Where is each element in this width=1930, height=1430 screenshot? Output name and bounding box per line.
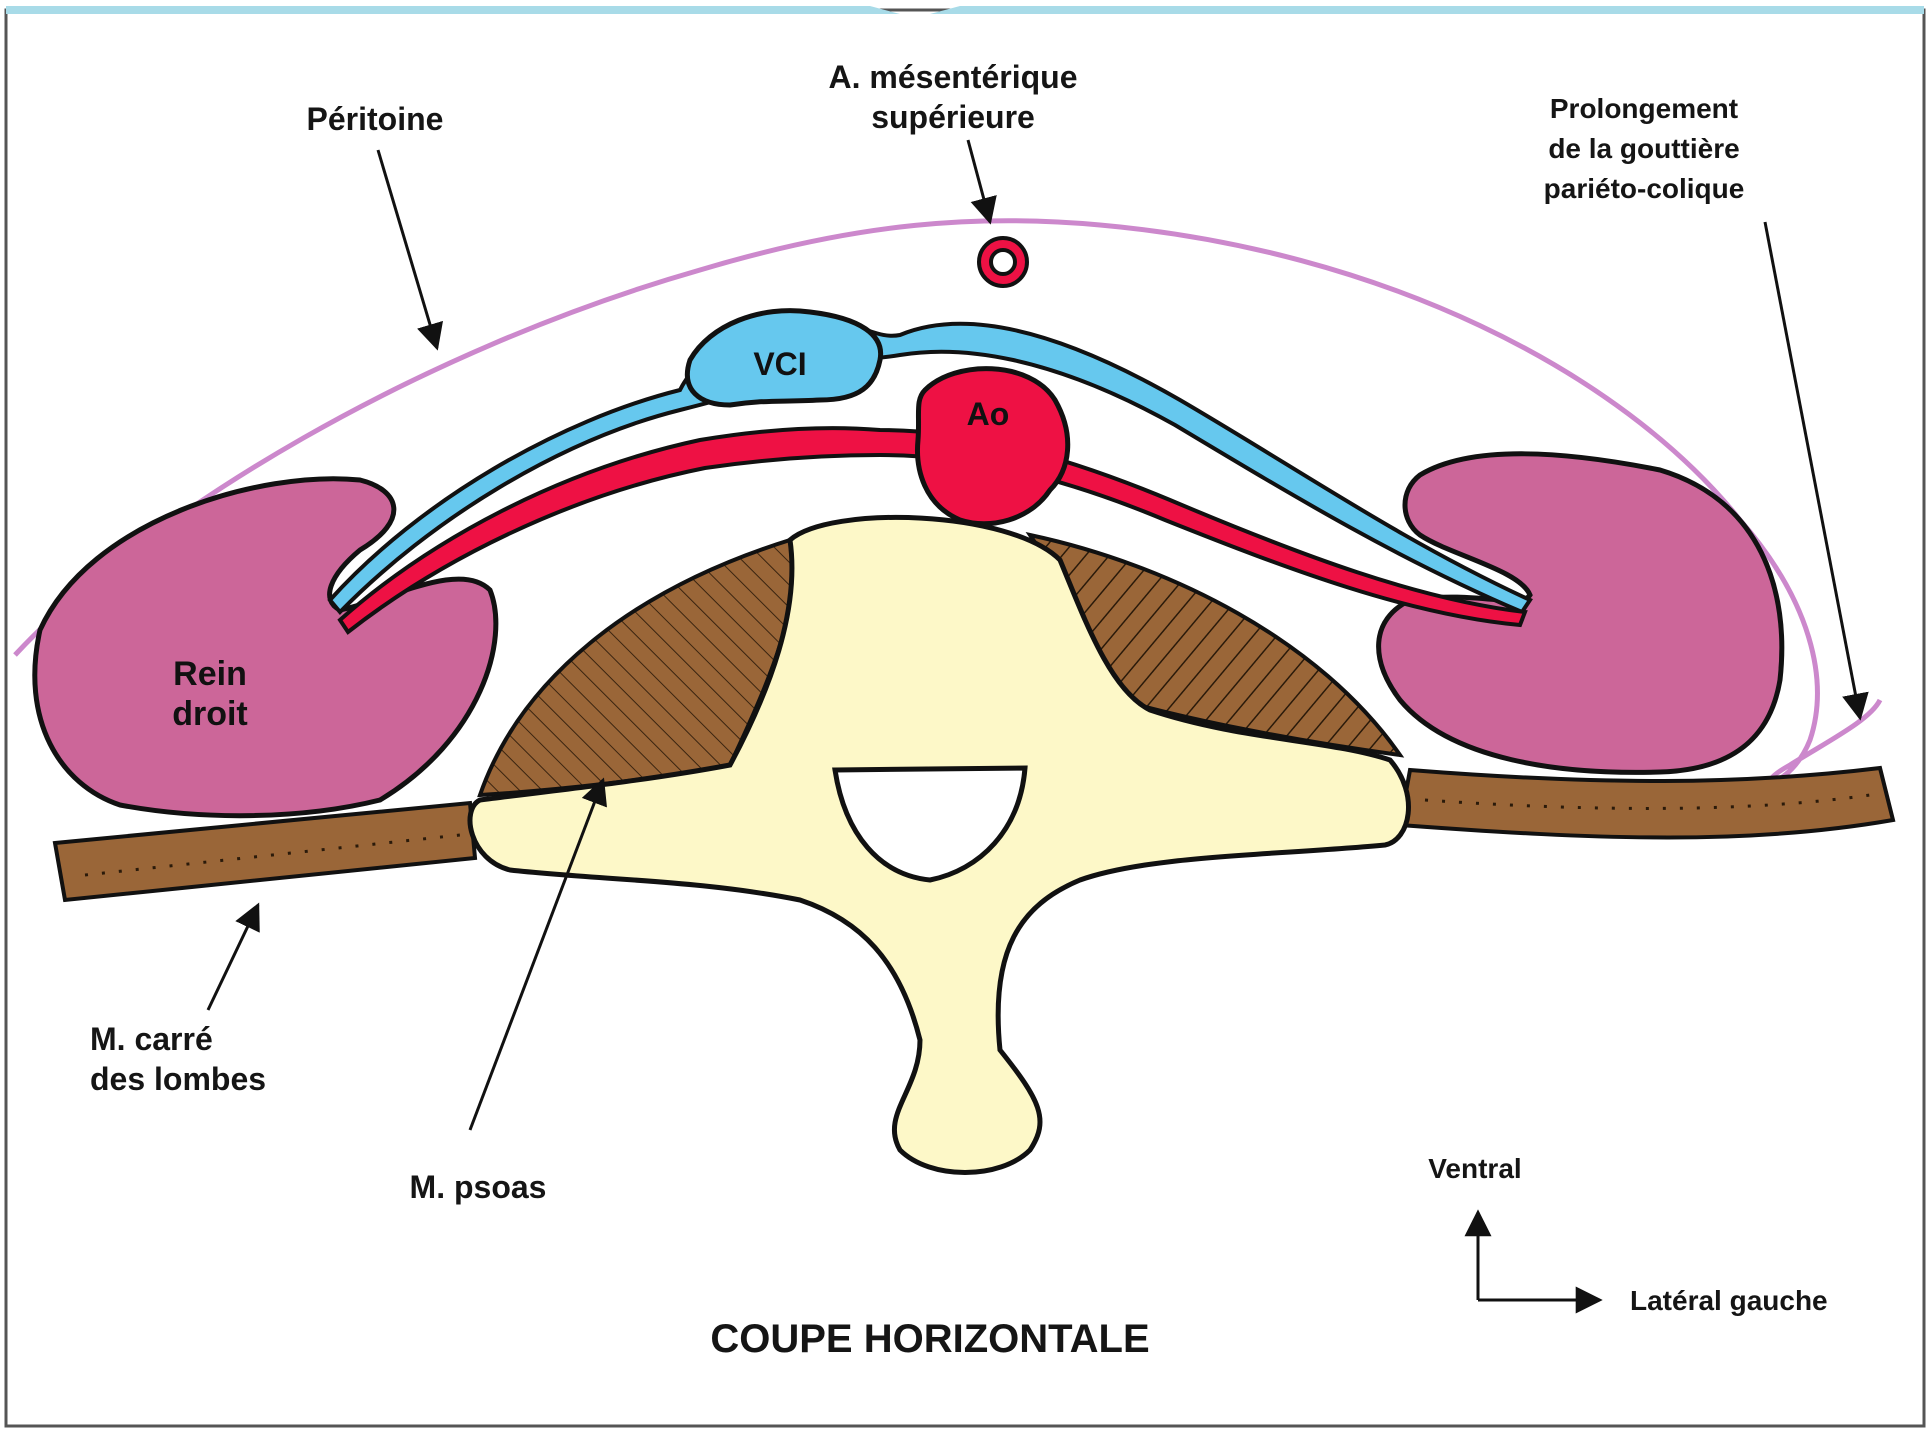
- label-rein-2: droit: [172, 695, 248, 733]
- label-vci: VCI: [753, 346, 806, 382]
- label-prolong-1: Prolongement: [1550, 93, 1738, 124]
- label-carre-2: des lombes: [90, 1061, 266, 1097]
- label-ams-2: supérieure: [871, 99, 1035, 135]
- label-psoas: M. psoas: [410, 1169, 547, 1205]
- label-ventral: Ventral: [1428, 1153, 1521, 1184]
- label-peritoine: Péritoine: [307, 101, 444, 137]
- label-prolong-2: de la gouttière: [1548, 133, 1739, 164]
- label-ao: Ao: [967, 396, 1010, 432]
- label-carre-1: M. carré: [90, 1021, 213, 1057]
- label-lateral: Latéral gauche: [1630, 1285, 1828, 1316]
- header-band-left: [6, 6, 900, 14]
- diagram-title: COUPE HORIZONTALE: [710, 1317, 1149, 1361]
- label-prolong-3: pariéto-colique: [1544, 173, 1745, 204]
- header-band-right: [930, 6, 1924, 14]
- sma-ring: [979, 238, 1027, 286]
- label-ams-1: A. mésentérique: [829, 59, 1078, 95]
- label-rein-1: Rein: [173, 655, 247, 693]
